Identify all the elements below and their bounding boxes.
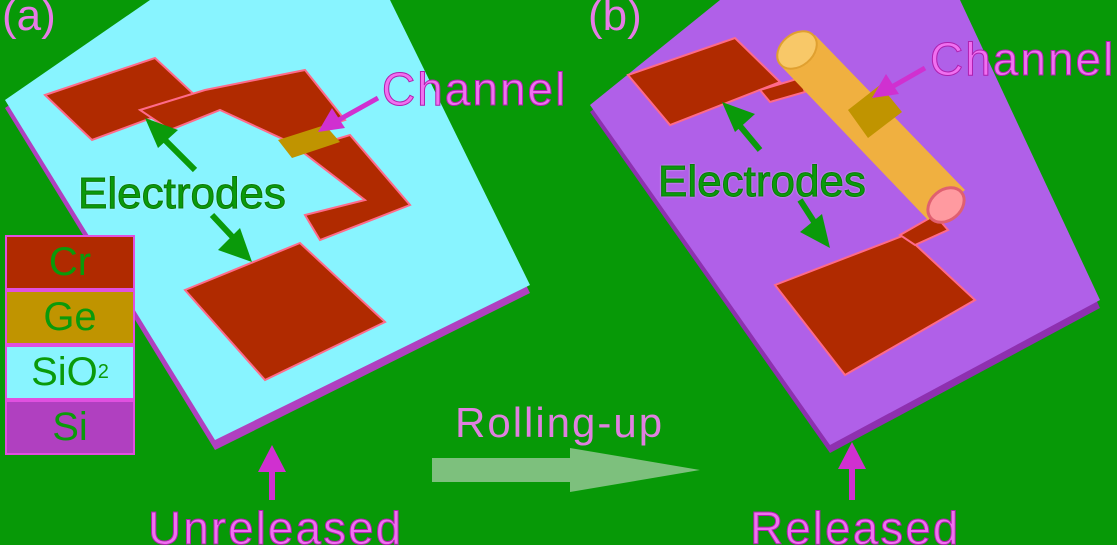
legend-si-label: Si — [52, 405, 88, 449]
electrodes-b — [626, 36, 977, 377]
rolling-up-arrow — [432, 448, 700, 492]
panel-label-b: (b) — [588, 0, 642, 40]
channel-arrow-b — [872, 65, 927, 98]
green-arrows-a — [145, 118, 252, 262]
green-arrows-b — [722, 102, 830, 248]
legend-sio2-subscript: 2 — [97, 361, 109, 383]
legend-cr: Cr — [5, 235, 135, 290]
released-label: Released — [749, 502, 961, 545]
si-surface-b — [590, 0, 1100, 445]
legend-ge: Ge — [5, 290, 135, 345]
channel-arrow-a — [318, 95, 380, 132]
ge-channel-a — [278, 125, 340, 158]
legend-sio2-label: SiO — [31, 350, 98, 394]
legend-ge-label: Ge — [43, 295, 97, 339]
rolled-tube — [776, 30, 966, 224]
rolling-up-label: Rolling-up — [455, 399, 665, 446]
unreleased-arrow — [258, 445, 286, 500]
electrodes-label-a: Electrodes — [78, 169, 287, 218]
electrodes-a — [43, 56, 412, 382]
panel-label-a: (a) — [2, 0, 56, 40]
channel-label-b: Channel — [929, 33, 1116, 85]
released-arrow — [838, 442, 866, 500]
unreleased-label: Unreleased — [147, 502, 404, 545]
electrodes-label-b: Electrodes — [658, 157, 867, 206]
legend-si: Si — [5, 400, 135, 455]
legend-cr-label: Cr — [48, 240, 92, 284]
channel-label-a: Channel — [381, 63, 568, 115]
